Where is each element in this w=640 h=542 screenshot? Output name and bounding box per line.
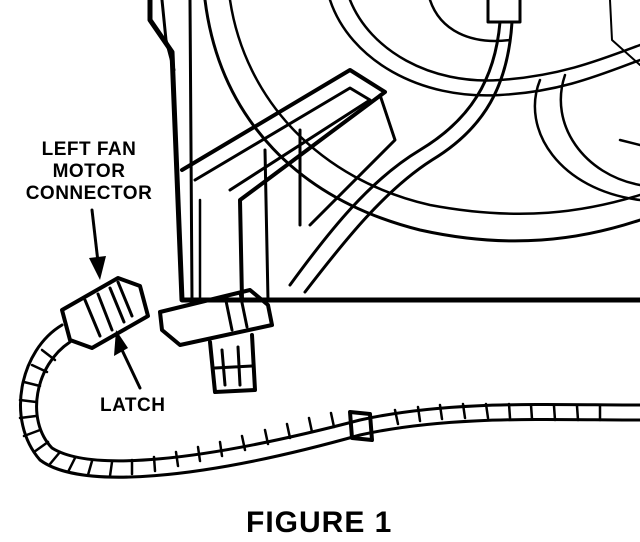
connector-label-line3: CONNECTOR (25, 183, 153, 204)
harness-connector (60, 276, 150, 350)
connector-pointer-head (89, 256, 106, 280)
latch-pointer-head (114, 330, 128, 356)
callout-arrows (89, 208, 142, 390)
connector-label-line1: LEFT FAN (41, 139, 137, 160)
motor-side-connector (158, 288, 274, 394)
fan-shroud (147, 0, 640, 303)
wiring-harness (18, 323, 640, 479)
figure-caption: FIGURE 1 (246, 506, 393, 539)
connector-label-line2: MOTOR (52, 161, 126, 182)
latch-label: LATCH (100, 395, 166, 416)
motor-bracket (180, 68, 397, 302)
latch-pointer-line (120, 348, 142, 390)
connector-pointer-line (90, 208, 100, 264)
motor-wire (288, 0, 522, 294)
fan-housing (203, 0, 640, 243)
connector-label: LEFT FAN MOTOR CONNECTOR (14, 140, 164, 203)
